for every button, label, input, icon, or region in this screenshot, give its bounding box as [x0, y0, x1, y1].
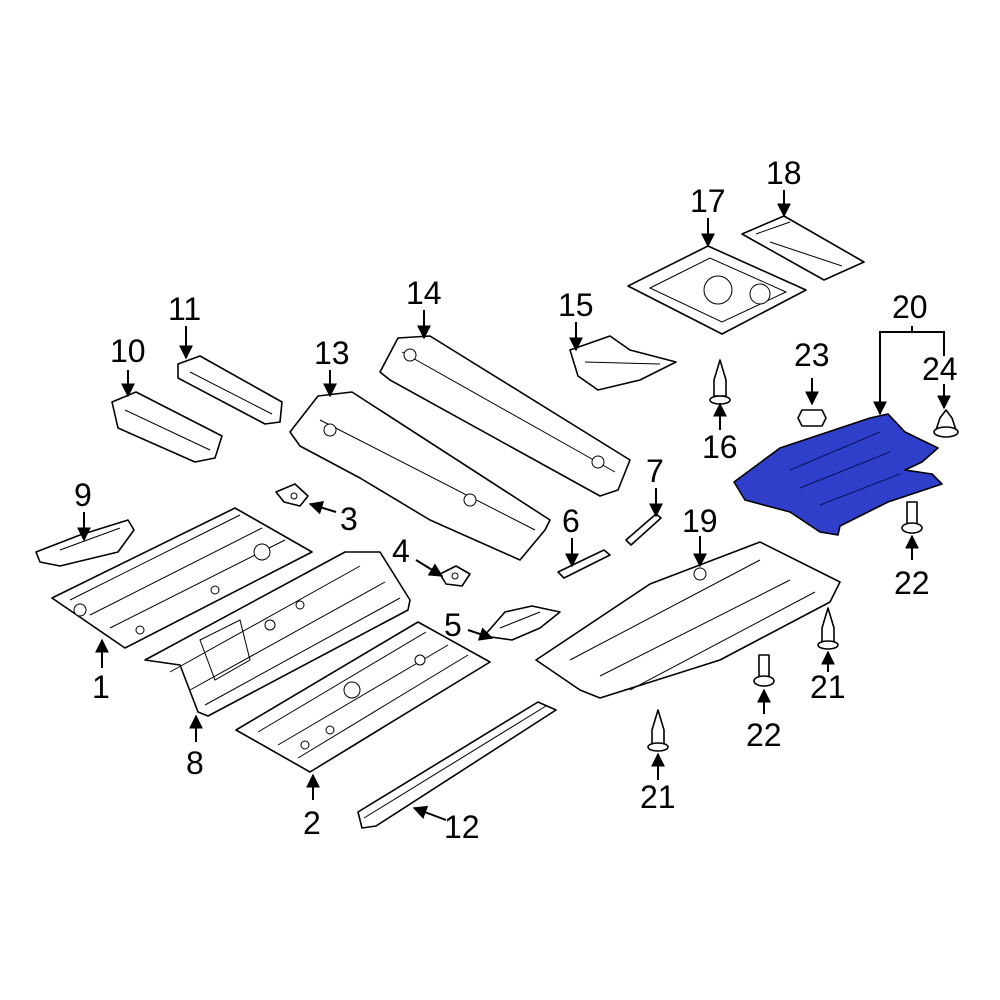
callout-3: 3 — [340, 501, 358, 537]
callout-2: 2 — [303, 805, 321, 841]
part-22-bolt-right[interactable] — [901, 501, 923, 534]
part-6-strip[interactable] — [557, 549, 611, 579]
part-13-cross-member[interactable] — [289, 391, 551, 561]
callout-9: 9 — [74, 477, 92, 513]
callout-24: 24 — [922, 351, 958, 387]
part-10-cross-member[interactable] — [111, 391, 223, 463]
callout-13: 13 — [314, 335, 350, 371]
part-5-reinforcement[interactable] — [483, 605, 561, 641]
callout-21-right: 21 — [810, 669, 846, 705]
part-11-rail[interactable] — [177, 355, 283, 425]
callout-17: 17 — [690, 183, 726, 219]
part-12-rocker-rail[interactable] — [357, 701, 557, 829]
callout-23: 23 — [794, 337, 830, 373]
part-4-bracket[interactable] — [439, 565, 471, 587]
part-14-upper-cross-member[interactable] — [379, 335, 631, 497]
callout-18: 18 — [766, 155, 802, 191]
part-15-bracket[interactable] — [569, 335, 677, 391]
leader-lines — [77, 190, 951, 821]
part-2-front-floor-pan-right[interactable] — [235, 621, 491, 773]
callout-12: 12 — [444, 809, 480, 845]
callout-20: 20 — [892, 289, 928, 325]
callout-8: 8 — [186, 745, 204, 781]
callout-5: 5 — [444, 607, 462, 643]
callout-11: 11 — [168, 291, 201, 327]
part-7-strip[interactable] — [625, 513, 662, 546]
part-1-front-floor-pan-left[interactable] — [51, 507, 313, 649]
part-21-clip-bottom[interactable] — [647, 709, 669, 752]
callout-1: 1 — [92, 669, 110, 705]
callout-21-bottom: 21 — [640, 779, 676, 815]
callout-10: 10 — [110, 333, 146, 369]
part-24-clip[interactable] — [933, 409, 959, 438]
part-21-clip-right[interactable] — [817, 607, 839, 650]
part-16-clip[interactable] — [709, 359, 731, 405]
part-22-bolt-bottom[interactable] — [753, 654, 775, 687]
callout-14: 14 — [406, 275, 442, 311]
callout-labels: 1 2 3 4 5 6 7 8 9 10 11 12 13 14 15 16 1… — [74, 155, 958, 845]
callout-15: 15 — [558, 287, 594, 323]
part-3-bracket[interactable] — [275, 483, 309, 507]
callout-22-bottom: 22 — [746, 717, 782, 753]
callout-4: 4 — [392, 533, 410, 569]
part-8-center-floor-tunnel[interactable] — [144, 551, 411, 717]
part-19-rear-undercover[interactable] — [535, 541, 841, 699]
part-17-rear-floor-panel[interactable] — [627, 245, 807, 335]
callout-7: 7 — [646, 453, 664, 489]
callout-16: 16 — [702, 429, 738, 465]
part-18-rear-rail[interactable] — [741, 215, 865, 281]
part-23-nut[interactable] — [797, 409, 827, 427]
callout-19: 19 — [682, 503, 718, 539]
callout-6: 6 — [562, 503, 580, 539]
callout-22-right: 22 — [894, 565, 930, 601]
